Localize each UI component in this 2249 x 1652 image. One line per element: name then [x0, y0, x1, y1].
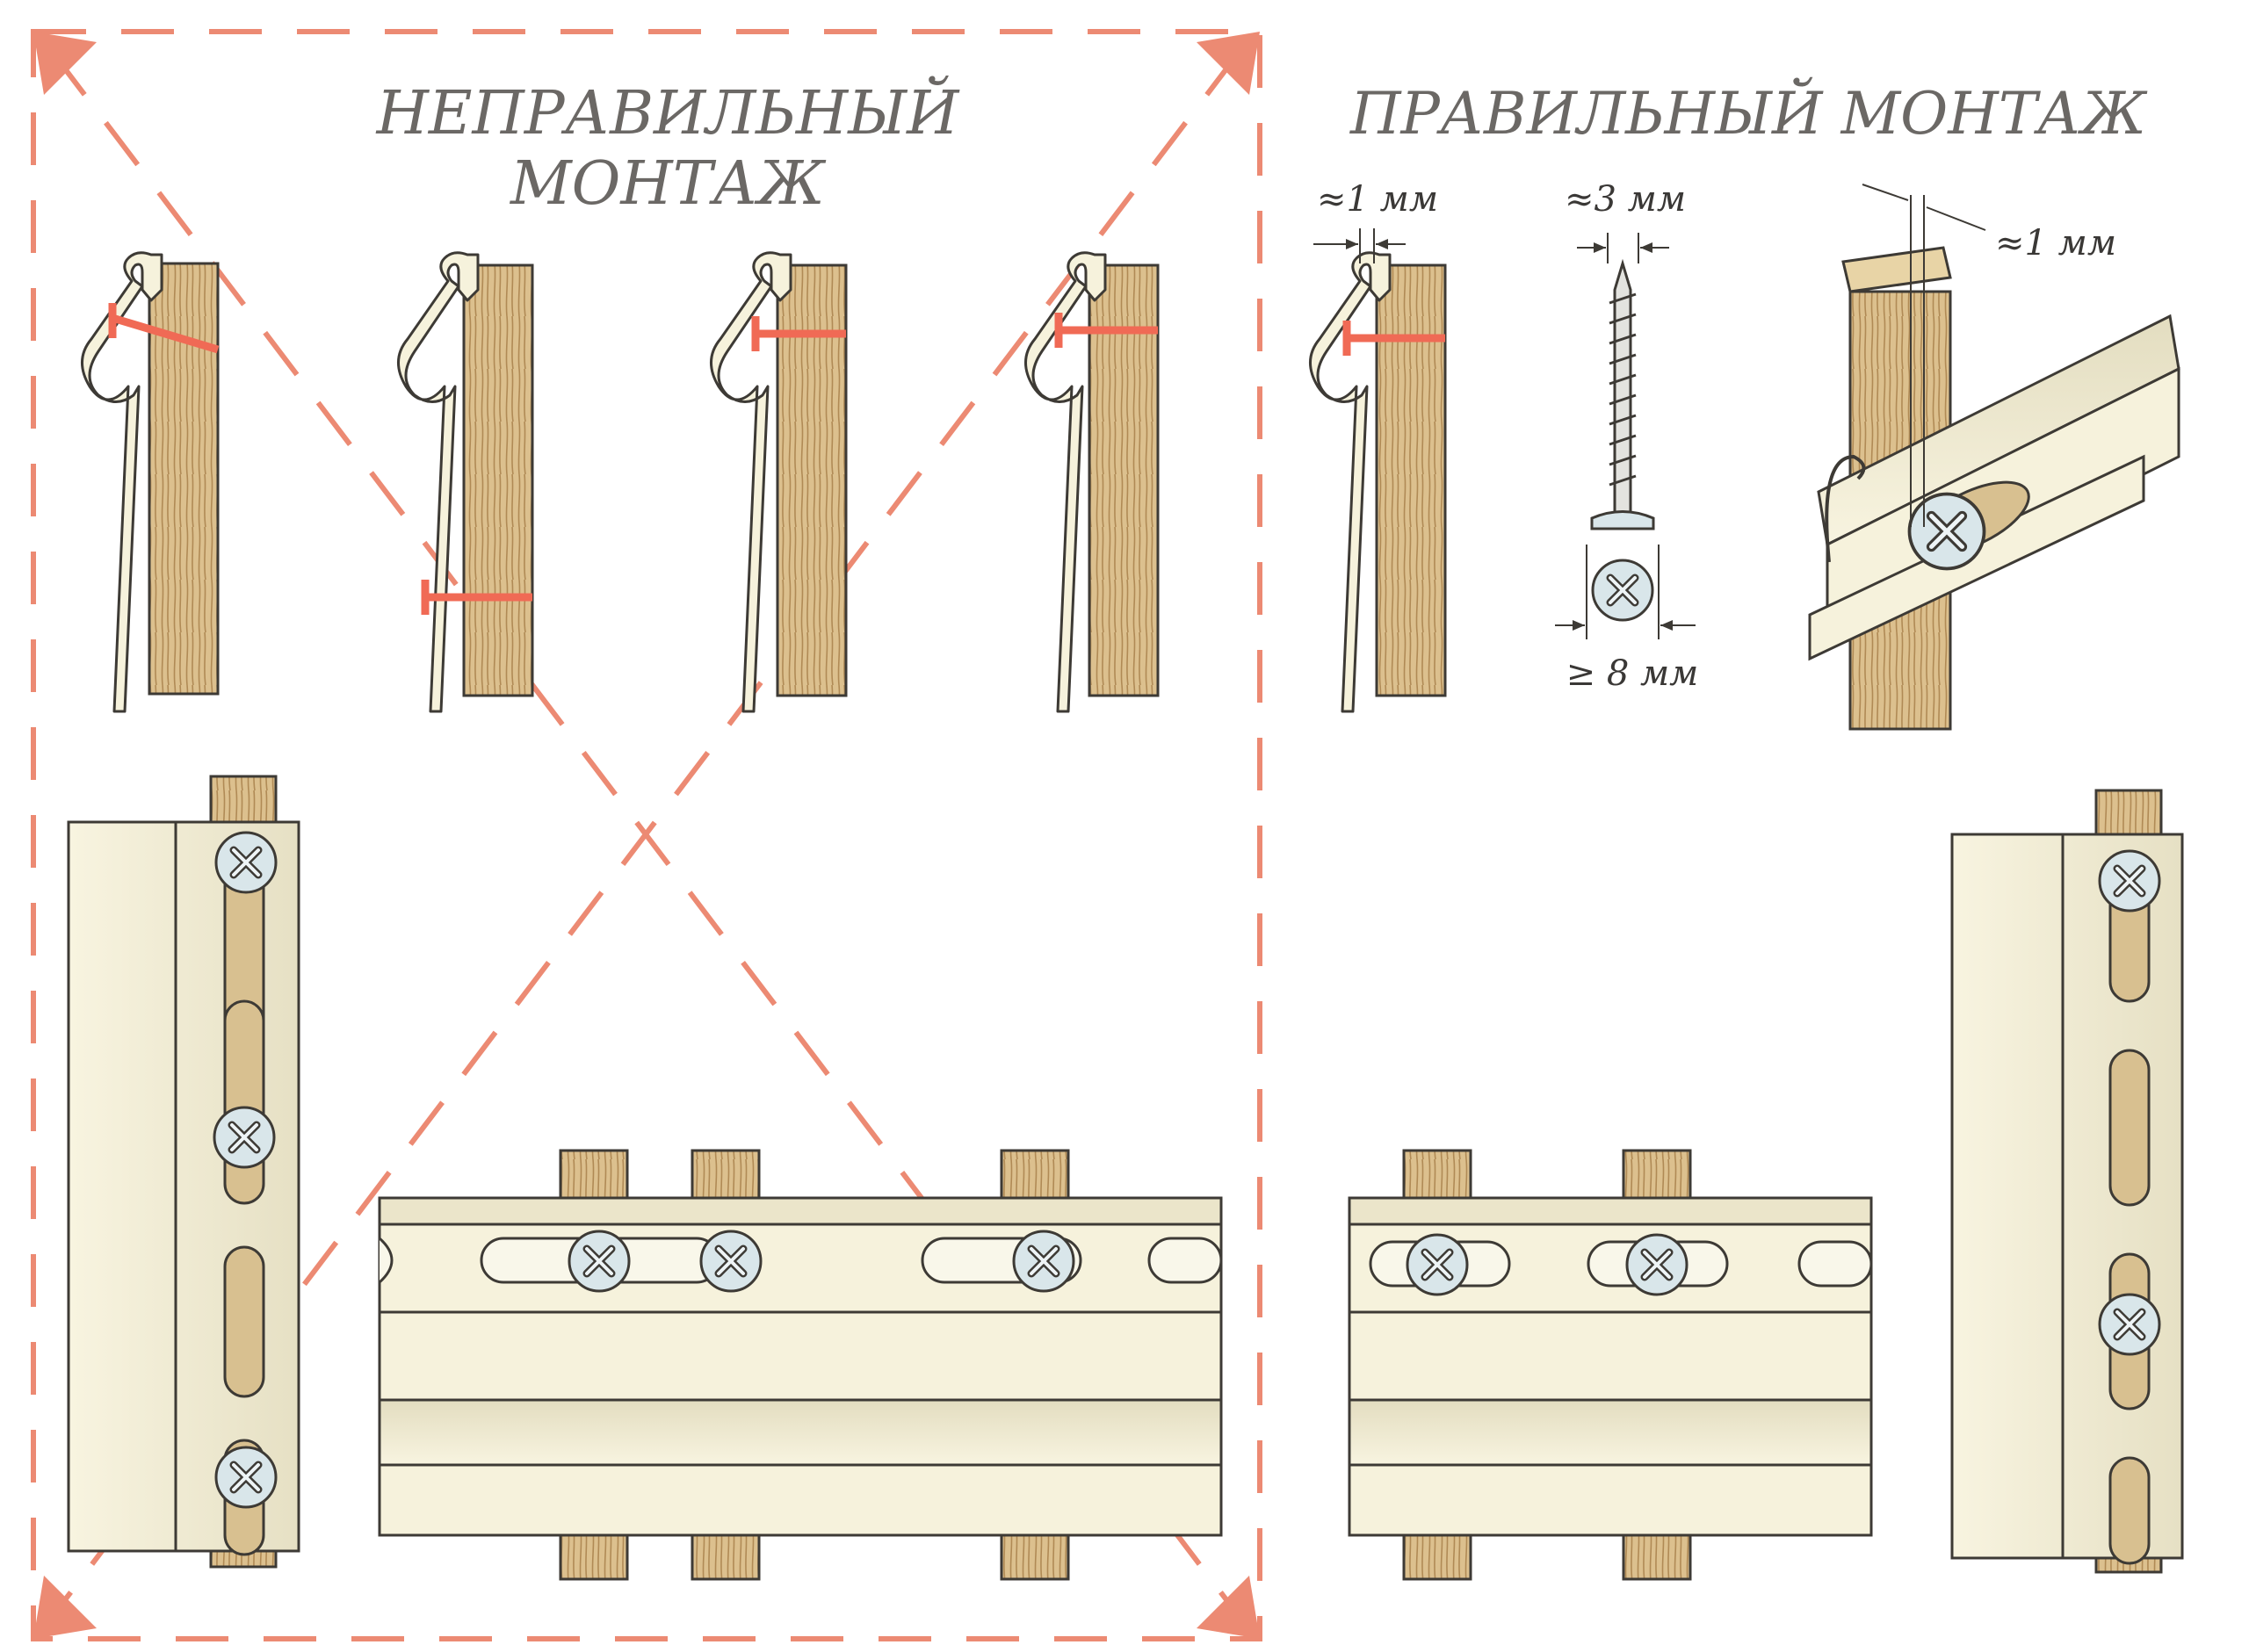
incorrect-side-4	[1023, 251, 1160, 713]
correct-vertical-panel	[1950, 789, 2184, 1574]
screw-detail	[1555, 233, 1696, 639]
incorrect-side-2	[396, 251, 534, 713]
incorrect-side-3	[709, 251, 848, 713]
perspective-gap-label: ≈1 мм	[1995, 223, 2116, 263]
frame-arrowheads	[33, 32, 1260, 1639]
perspective-detail	[1808, 184, 2180, 731]
incorrect-vertical-panel	[67, 775, 300, 1569]
incorrect-horizontal-panel	[378, 1149, 1223, 1581]
incorrect-title-line2: МОНТАЖ	[509, 149, 827, 219]
screw-head-label: ≥ 8 мм	[1566, 653, 1699, 694]
correct-title: ПРАВИЛЬНЫЙ МОНТАЖ	[1349, 77, 2148, 148]
incorrect-side-1	[80, 251, 220, 713]
correct-horizontal-panel	[1348, 1149, 1873, 1581]
incorrect-frame	[31, 29, 1262, 1641]
screw-shank-label: ≈3 мм	[1565, 179, 1686, 220]
incorrect-title-line1: НЕПРАВИЛЬНЫЙ	[375, 76, 961, 148]
correct-side-profile	[1308, 228, 1447, 713]
gap-label: ≈1 мм	[1317, 179, 1438, 220]
